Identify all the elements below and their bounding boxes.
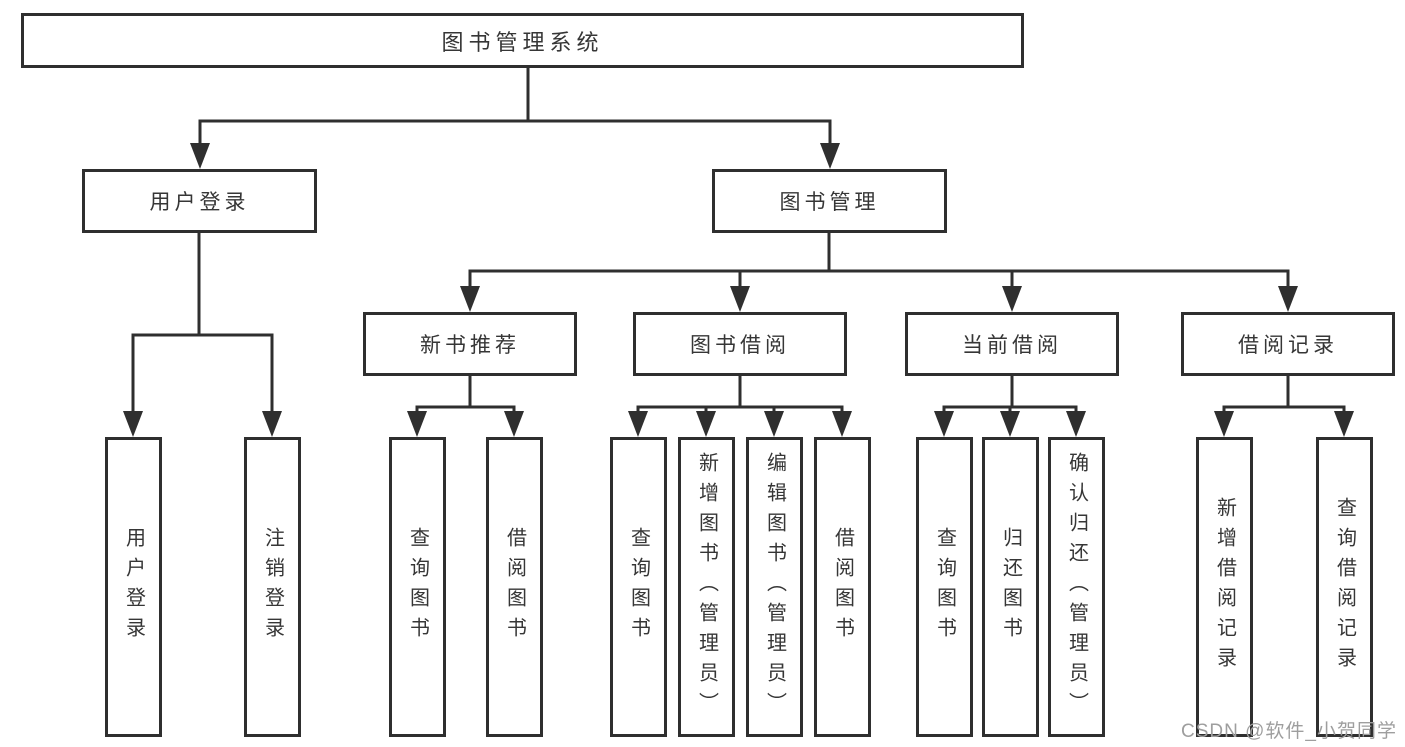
- arrowhead-book-borrow: [730, 286, 750, 312]
- node-label: 查询图书: [933, 527, 956, 647]
- node-label: 新增借阅记录: [1213, 497, 1236, 677]
- arrowhead-user-login: [190, 143, 210, 169]
- arrowhead-g3-l3: [1066, 411, 1086, 437]
- leaf-query-books-newbook: 查询图书: [389, 437, 446, 737]
- arrowhead-borrow-records: [1278, 286, 1298, 312]
- node-label: 借阅图书: [503, 527, 526, 647]
- arrowhead-leaf-logout: [262, 411, 282, 437]
- node-label: 查询借阅记录: [1333, 497, 1356, 677]
- node-label: 图书管理: [779, 191, 880, 214]
- node-label: 新增图书（管理员）: [695, 452, 718, 722]
- leaf-logout-login: 注销登录: [244, 437, 301, 737]
- node-book-management: 图书管理: [712, 169, 947, 233]
- leaf-edit-book-admin: 编辑图书（管理员）: [746, 437, 803, 737]
- leaf-query-borrow-record: 查询借阅记录: [1316, 437, 1373, 737]
- leaf-borrow-books-borrow: 借阅图书: [814, 437, 871, 737]
- arrowhead-g4-l2: [1334, 411, 1354, 437]
- arrowhead-g2-l1: [628, 411, 648, 437]
- node-label: 查询图书: [627, 527, 650, 647]
- leaf-return-books: 归还图书: [982, 437, 1039, 737]
- arrowhead-g2-l4: [832, 411, 852, 437]
- arrowhead-g2-l2: [696, 411, 716, 437]
- arrowhead-current-borrow: [1002, 286, 1022, 312]
- arrowhead-book-management: [820, 143, 840, 169]
- node-current-borrow: 当前借阅: [905, 312, 1119, 376]
- node-label: 当前借阅: [962, 334, 1062, 357]
- node-label: 新书推荐: [420, 334, 520, 357]
- node-label: 查询图书: [406, 527, 429, 647]
- node-label: 确认归还（管理员）: [1065, 452, 1088, 722]
- arrowhead-g4-l1: [1214, 411, 1234, 437]
- arrowhead-g2-l3: [764, 411, 784, 437]
- arrowhead-leaf-user-login: [123, 411, 143, 437]
- watermark: CSDN @软件_小贺同学: [1181, 721, 1397, 742]
- leaf-query-books-borrow: 查询图书: [610, 437, 667, 737]
- node-borrow-records: 借阅记录: [1181, 312, 1395, 376]
- leaf-add-book-admin: 新增图书（管理员）: [678, 437, 735, 737]
- node-book-borrow: 图书借阅: [633, 312, 847, 376]
- arrowhead-new-book: [460, 286, 480, 312]
- node-label: 借阅图书: [831, 527, 854, 647]
- leaf-borrow-books-newbook: 借阅图书: [486, 437, 543, 737]
- node-label: 用户登录: [122, 527, 145, 647]
- node-user-login: 用户登录: [82, 169, 317, 233]
- arrowhead-g1-l1: [407, 411, 427, 437]
- node-label: 图书借阅: [690, 334, 790, 357]
- arrowhead-g3-l2: [1000, 411, 1020, 437]
- leaf-query-books-current: 查询图书: [916, 437, 973, 737]
- node-label: 注销登录: [261, 527, 284, 647]
- node-label: 归还图书: [999, 527, 1022, 647]
- node-root: 图书管理系统: [21, 13, 1024, 68]
- node-label: 借阅记录: [1238, 334, 1338, 357]
- node-label: 用户登录: [149, 191, 250, 214]
- leaf-user-login: 用户登录: [105, 437, 162, 737]
- node-label: 图书管理系统: [441, 29, 604, 55]
- leaf-add-borrow-record: 新增借阅记录: [1196, 437, 1253, 737]
- arrowhead-g3-l1: [934, 411, 954, 437]
- arrowhead-g1-l2: [504, 411, 524, 437]
- leaf-confirm-return-admin: 确认归还（管理员）: [1048, 437, 1105, 737]
- node-new-book-recommend: 新书推荐: [363, 312, 577, 376]
- node-label: 编辑图书（管理员）: [763, 452, 786, 722]
